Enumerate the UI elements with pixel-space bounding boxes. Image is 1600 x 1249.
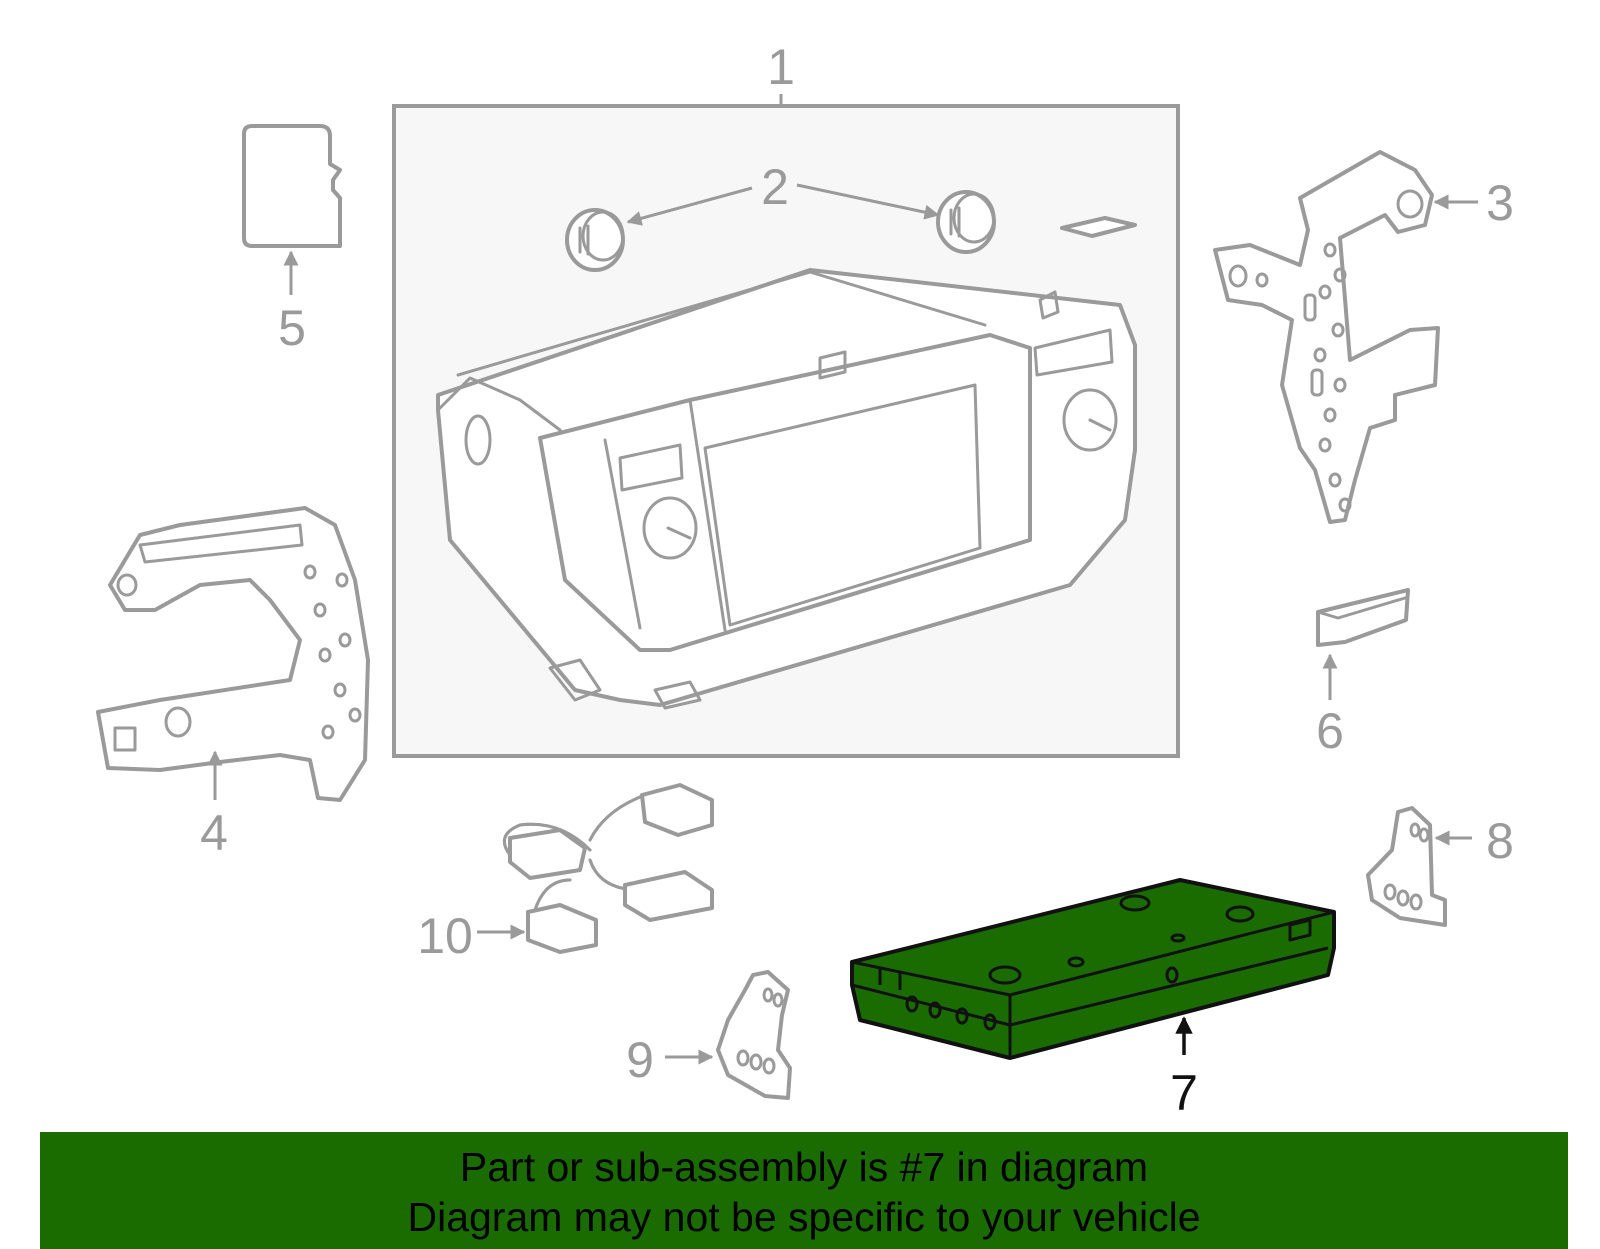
callout-8: 8 xyxy=(1486,813,1514,869)
callout-10: 10 xyxy=(417,908,473,964)
banner-line-1: Part or sub-assembly is #7 in diagram xyxy=(459,1144,1149,1190)
info-banner: Part or sub-assembly is #7 in diagram Di… xyxy=(40,1132,1568,1249)
part-4-bracket-left[interactable] xyxy=(96,506,370,802)
part-1-radio-assembly[interactable] xyxy=(392,94,1180,758)
part-2-knob-left[interactable] xyxy=(565,208,625,272)
part-10-wire-harness[interactable] xyxy=(502,783,714,954)
banner-line-2: Diagram may not be specific to your vehi… xyxy=(407,1194,1201,1240)
part-7-control-module-highlighted[interactable] xyxy=(850,878,1336,1060)
part-5-memory-card[interactable] xyxy=(242,124,342,248)
callout-7: 7 xyxy=(1170,1065,1198,1121)
callout-5: 5 xyxy=(278,300,306,356)
callout-1: 1 xyxy=(767,39,795,95)
part-3-bracket-right[interactable] xyxy=(1213,150,1440,524)
part-2-knob-right[interactable] xyxy=(936,190,996,254)
callout-2: 2 xyxy=(761,159,789,215)
callout-9: 9 xyxy=(626,1032,654,1088)
callout-4: 4 xyxy=(200,805,228,861)
part-8-small-bracket[interactable] xyxy=(1366,806,1447,927)
callout-3: 3 xyxy=(1486,175,1514,231)
callout-6: 6 xyxy=(1316,703,1344,759)
part-6-clip[interactable] xyxy=(1316,588,1410,647)
part-9-small-bracket[interactable] xyxy=(716,970,792,1100)
